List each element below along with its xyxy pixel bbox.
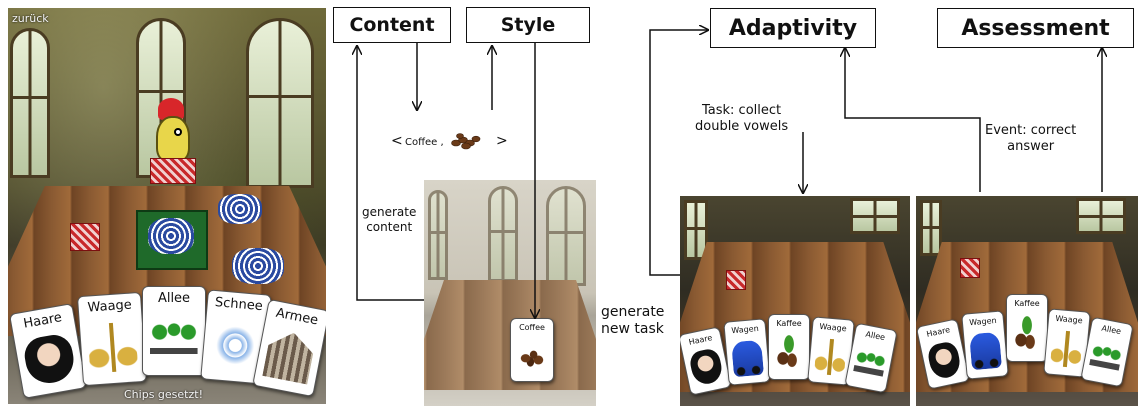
generate-new-task-label: generate new task	[601, 304, 665, 337]
status-text: Chips gesetzt!	[124, 388, 203, 401]
tuple-open: <	[391, 133, 403, 149]
blue-chips-right[interactable]	[232, 248, 284, 284]
word-card-3[interactable]: Kaffee	[768, 314, 810, 380]
game-screenshot-adaptivity: Haare Wagen Kaffee Waage Allee	[680, 196, 910, 406]
window-right	[850, 198, 900, 234]
blue-chips-on-mat[interactable]	[148, 218, 194, 254]
window-left	[10, 28, 50, 178]
generate-content-label: generate content	[362, 205, 417, 234]
red-chip[interactable]	[70, 223, 100, 251]
card-word: Coffee	[519, 323, 545, 332]
blue-chips-top[interactable]	[218, 194, 262, 224]
window-left	[684, 200, 708, 260]
tuple-word: Coffee ,	[405, 137, 444, 148]
card-word: Kaffee	[776, 319, 802, 328]
arrow-screen-to-adaptivity	[649, 30, 708, 276]
tuple-close: >	[496, 133, 508, 149]
coffee-icon	[1011, 316, 1043, 354]
assessment-box: Assessment	[937, 8, 1134, 48]
coffee-card[interactable]: Coffee	[510, 318, 554, 382]
coffee-icon	[773, 335, 805, 372]
window-left	[920, 200, 942, 256]
game-screenshot-main: Haare Waage Allee Schnee Armee zurück Ch…	[8, 8, 326, 404]
task-label: Task: collect double vowels	[695, 103, 789, 134]
window-left	[428, 190, 448, 280]
word-card-3[interactable]: Kaffee	[1006, 294, 1048, 362]
content-box: Content	[333, 7, 451, 43]
card-word: Kaffee	[1014, 299, 1040, 308]
arrow-event	[845, 48, 981, 192]
back-link[interactable]: zurück	[12, 12, 49, 25]
card-word: Allee	[157, 291, 191, 306]
window-right	[1076, 198, 1126, 234]
trees-icon	[150, 315, 198, 365]
red-chip[interactable]	[726, 270, 746, 290]
coffee-beans-icon	[516, 338, 548, 374]
game-screenshot-generated: Coffee	[424, 180, 596, 406]
red-chip[interactable]	[960, 258, 980, 278]
event-label: Event: correct answer	[985, 123, 1077, 154]
arrow-screen-to-content	[357, 46, 424, 301]
style-box: Style	[466, 7, 590, 43]
word-card-3[interactable]: Allee	[142, 286, 206, 376]
game-screenshot-assessment: Haare Wagen Kaffee Waage Allee	[916, 196, 1138, 406]
adaptivity-box: Adaptivity	[710, 8, 876, 48]
coffee-beans-icon	[451, 133, 481, 150]
window-right	[246, 18, 314, 188]
chicken-character[interactable]	[150, 98, 196, 188]
